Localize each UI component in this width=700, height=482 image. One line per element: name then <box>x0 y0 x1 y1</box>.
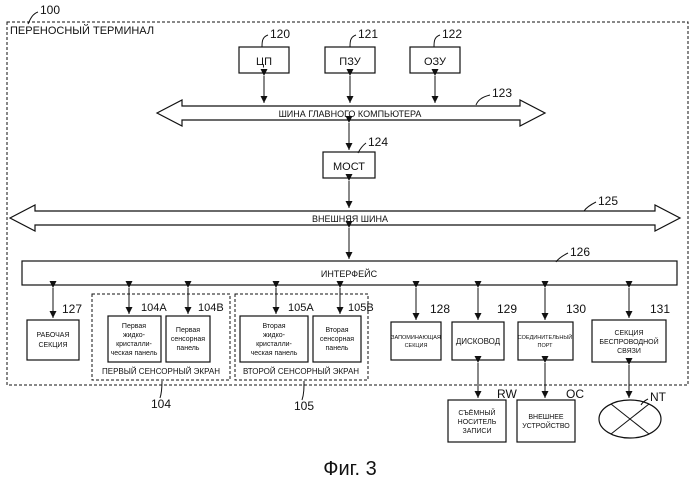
interface-label: ИНТЕРФЕЙС <box>321 268 378 279</box>
ref-wireless: 131 <box>650 302 670 316</box>
ref-touch2: 105B <box>348 302 374 314</box>
leader-external-bus <box>584 202 596 211</box>
rom-label: ПЗУ <box>339 56 361 68</box>
lcd2-line-3: кристалли- <box>256 341 292 348</box>
leader-ram <box>434 35 440 47</box>
media-line-1: СЪЁМНЫЙ <box>458 408 495 417</box>
network-icon <box>599 400 661 438</box>
ref-storage: 128 <box>430 302 450 316</box>
lcd1-line-1: Первая <box>122 323 146 330</box>
wireless-line-3: СВЯЗИ <box>617 348 641 355</box>
touch1-line-3: панель <box>177 345 200 352</box>
leader-rom <box>350 35 356 47</box>
cpu-label: ЦП <box>256 56 272 68</box>
ref-rom: 121 <box>358 27 378 41</box>
ref-drive: 129 <box>497 302 517 316</box>
ref-ext-device: OC <box>566 387 584 401</box>
work-section-line-1: РАБОЧАЯ <box>36 332 69 339</box>
touch1-line-2: сенсорная <box>171 336 205 343</box>
ref-lcd2: 105A <box>288 302 314 314</box>
wireless-line-1: СЕКЦИЯ <box>614 330 643 337</box>
ref-media: RW <box>497 387 517 401</box>
figure-caption: Фиг. 3 <box>323 458 376 480</box>
touch2-line-3: панель <box>326 345 349 352</box>
ext-device-line-2: УСТРОЙСТВО <box>522 421 570 430</box>
ref-interface: 126 <box>570 245 590 259</box>
lcd1-line-2: жидко- <box>123 332 146 339</box>
drive-label: ДИСКОВОД <box>456 337 501 346</box>
leader-cpu <box>262 35 268 47</box>
ref-ram: 122 <box>442 27 462 41</box>
bridge-label: МОСТ <box>333 161 365 173</box>
ref-port: 130 <box>566 302 586 316</box>
work-section-box <box>27 320 79 360</box>
ref-lcd1: 104A <box>141 302 167 314</box>
ref-host-bus: 123 <box>492 86 512 100</box>
port-line-2: ПОРТ <box>537 343 553 349</box>
touch2-line-2: сенсорная <box>320 336 354 343</box>
ref-work-section: 127 <box>62 302 82 316</box>
lcd1-line-4: ческая панель <box>111 350 158 357</box>
lcd2-line-4: ческая панель <box>251 350 298 357</box>
ref-external-bus: 125 <box>598 194 618 208</box>
lcd1-line-3: кристалли- <box>116 341 152 348</box>
ref-touch1: 104B <box>198 302 224 314</box>
lcd2-line-1: Вторая <box>262 323 285 330</box>
wireless-line-2: БЕСПРОВОДНОЙ <box>599 337 658 346</box>
touch2-line-1: Вторая <box>325 327 348 334</box>
ref-bridge: 124 <box>368 135 388 149</box>
storage-line-1: ЗАПОМИНАЮЩАЯ <box>391 335 441 341</box>
port-box <box>518 322 573 360</box>
external-bus-label: ВНЕШНЯЯ ШИНА <box>312 214 388 224</box>
leader-first-screen <box>160 381 162 398</box>
host-bus-label: ШИНА ГЛАВНОГО КОМПЬЮТЕРА <box>279 109 422 119</box>
second-screen-label: ВТОРОЙ СЕНСОРНЫЙ ЭКРАН <box>243 367 359 376</box>
work-section-line-2: СЕКЦИЯ <box>38 342 67 349</box>
port-line-1: СОЕДИНИТЕЛЬНЫЙ <box>518 333 572 341</box>
touch1-line-1: Первая <box>176 327 200 334</box>
ram-label: ОЗУ <box>424 56 447 68</box>
ext-device-line-1: ВНЕШНЕЕ <box>528 414 564 421</box>
ref-terminal: 100 <box>40 3 60 17</box>
media-line-3: ЗАПИСИ <box>463 428 492 435</box>
lcd2-line-2: жидко- <box>263 332 286 339</box>
terminal-label: ПЕРЕНОСНЫЙ ТЕРМИНАЛ <box>10 24 154 37</box>
storage-line-2: СЕКЦИЯ <box>405 343 428 349</box>
ref-second-screen: 105 <box>294 399 314 413</box>
first-screen-label: ПЕРВЫЙ СЕНСОРНЫЙ ЭКРАН <box>102 367 220 376</box>
ref-first-screen: 104 <box>151 397 171 411</box>
media-line-2: НОСИТЕЛЬ <box>458 419 497 426</box>
ref-network: NT <box>650 390 667 404</box>
storage-box <box>391 322 441 360</box>
leader-host-bus <box>476 95 490 105</box>
leader-second-screen <box>302 381 304 400</box>
ref-cpu: 120 <box>270 27 290 41</box>
ext-device-box <box>517 400 575 442</box>
